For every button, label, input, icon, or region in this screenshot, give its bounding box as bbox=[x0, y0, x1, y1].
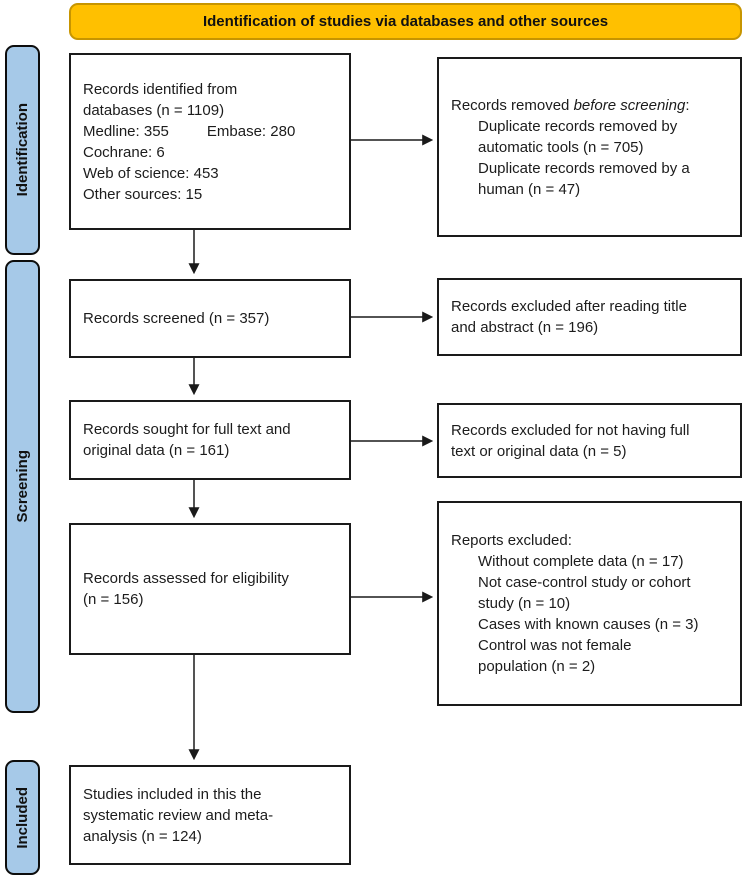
box-records-sought-fulltext: Records sought for full text and origina… bbox=[69, 400, 351, 480]
header-banner: Identification of studies via databases … bbox=[69, 3, 742, 40]
reports-excluded-item-not-case-control: Not case-control study or cohort study (… bbox=[478, 574, 691, 612]
duplicates-human-item: Duplicate records removed by a human (n … bbox=[478, 159, 690, 198]
box-records-assessed-eligibility: Records assessed for eligibility (n = 15… bbox=[69, 523, 351, 655]
box-records-excluded-title-abstract: Records excluded after reading title and… bbox=[437, 278, 742, 356]
stage-included-text: Included bbox=[14, 786, 31, 849]
stage-label-identification: Identification bbox=[5, 45, 40, 255]
stage-identification-text: Identification bbox=[14, 103, 31, 197]
records-removed-title: Records removed before screening: bbox=[451, 95, 732, 116]
records-removed-title-italic: before screening bbox=[573, 96, 686, 114]
records-excluded-title-abstract-text: Records excluded after reading title and… bbox=[451, 298, 687, 336]
reports-excluded-item-incomplete-data: Without complete data (n = 17) bbox=[478, 553, 684, 570]
stage-label-included: Included bbox=[5, 760, 40, 875]
records-screened-text: Records screened (n = 357) bbox=[83, 310, 270, 327]
records-identified-intro: Records identified from databases (n = 1… bbox=[83, 80, 238, 119]
reports-excluded-item-known-causes: Cases with known causes (n = 3) bbox=[478, 616, 699, 633]
records-assessed-text: Records assessed for eligibility (n = 15… bbox=[83, 570, 289, 608]
box-records-screened: Records screened (n = 357) bbox=[69, 279, 351, 358]
stage-screening-text: Screening bbox=[14, 450, 31, 523]
reports-excluded-title: Reports excluded: bbox=[451, 532, 572, 549]
box-records-identified: Records identified from databases (n = 1… bbox=[69, 53, 351, 230]
records-sought-text: Records sought for full text and origina… bbox=[83, 421, 291, 459]
embase-count: Embase: 280 bbox=[206, 122, 296, 140]
records-excluded-no-fulltext-text: Records excluded for not having full tex… bbox=[451, 421, 690, 460]
records-identified-databases-row: Medline: 355 Embase: 280 bbox=[83, 121, 341, 142]
medline-count: Medline: 355 bbox=[83, 122, 169, 140]
stage-label-screening: Screening bbox=[5, 260, 40, 713]
box-records-removed-before-screening: Records removed before screening: Duplic… bbox=[437, 57, 742, 237]
records-identified-tail: Cochrane: 6 Web of science: 453 Other so… bbox=[83, 143, 219, 203]
box-reports-excluded: Reports excluded: Without complete data … bbox=[437, 501, 742, 706]
records-removed-title-prefix: Records removed bbox=[451, 96, 574, 114]
header-title: Identification of studies via databases … bbox=[202, 13, 609, 30]
records-removed-title-suffix: : bbox=[685, 96, 690, 114]
box-studies-included: Studies included in this the systematic … bbox=[69, 765, 351, 865]
studies-included-text: Studies included in this the systematic … bbox=[83, 785, 274, 845]
box-records-excluded-no-fulltext: Records excluded for not having full tex… bbox=[437, 403, 742, 478]
reports-excluded-item-not-female: Control was not female population (n = 2… bbox=[478, 637, 632, 675]
duplicates-automatic-item: Duplicate records removed by automatic t… bbox=[478, 117, 678, 156]
